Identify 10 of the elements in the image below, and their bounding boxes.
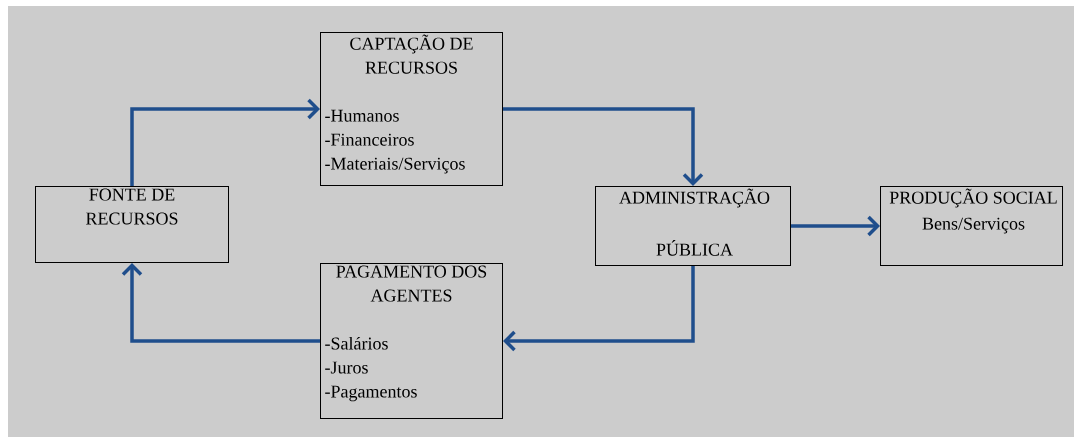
arrow — [791, 215, 880, 237]
arrow — [503, 107, 704, 186]
process-box: FONTE DE RECURSOS — [35, 186, 229, 263]
process-box: PAGAMENTO DOS AGENTES -Salários -Juros -Pagamentos — [320, 263, 503, 419]
process-box: CAPTAÇÃO DE RECURSOS -Humanos -Financeiros -Materiais/Serviços — [320, 32, 503, 186]
arrow — [503, 266, 695, 352]
arrow — [121, 263, 320, 343]
process-box: ADMINISTRAÇÃO PÚBLICA — [595, 186, 791, 266]
process-box: PRODUÇÃO SOCIAL Bens/Serviços — [880, 186, 1063, 266]
arrow — [130, 98, 320, 186]
